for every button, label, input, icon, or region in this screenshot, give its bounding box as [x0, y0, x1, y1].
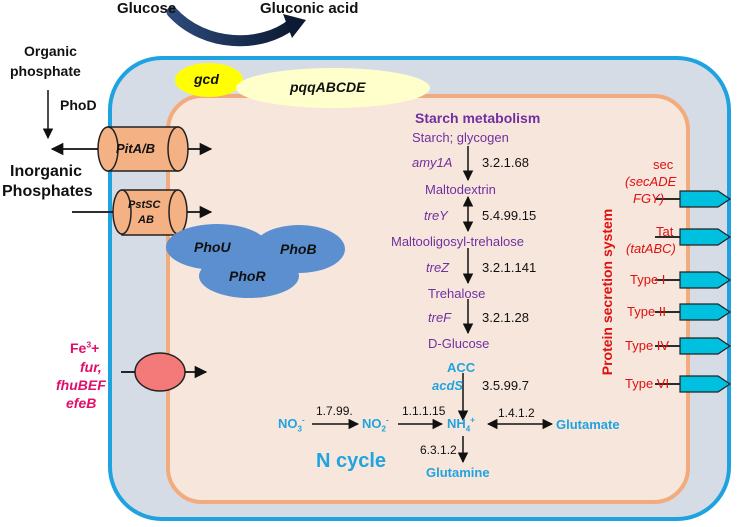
- gcd-label: gcd: [194, 71, 219, 87]
- fe3-label: Fe3+: [70, 339, 100, 356]
- trez-gene-label: treZ: [426, 260, 450, 275]
- type4-label: Type IV: [625, 338, 670, 353]
- type1-label: Type I: [630, 272, 666, 287]
- nh4-label: NH4+: [447, 415, 475, 434]
- tat-label-line1: Tat: [656, 224, 674, 239]
- trehalose-label: Trehalose: [428, 286, 486, 301]
- inorganic-phosphates-line1: Inorganic: [10, 163, 83, 180]
- pita-transporter: [97, 126, 189, 172]
- organic-phosphate-line1: Organic: [24, 43, 77, 59]
- n-cycle-title: N cycle: [316, 450, 387, 472]
- sec-label-line3: FGY): [633, 191, 665, 206]
- pqq-label: pqqABCDE: [290, 79, 366, 95]
- sec-label-line2: (secADE: [625, 174, 677, 189]
- amy1a-ec-label: 3.2.1.68: [482, 155, 529, 170]
- tat-channel: [655, 228, 732, 246]
- dglucose-label: D-Glucose: [428, 336, 490, 351]
- sec-label-line1: sec: [653, 157, 674, 172]
- acds-ec-label: 3.5.99.7: [482, 378, 529, 393]
- gluconic-acid-label: Gluconic acid: [260, 0, 359, 17]
- type1-channel: [655, 271, 732, 289]
- type6-label: Type VI: [625, 376, 670, 391]
- ec-1-4-1-2-label: 1.4.1.2: [498, 406, 535, 420]
- glutamate-label: Glutamate: [556, 417, 620, 432]
- fur-label: fur,: [80, 359, 102, 375]
- starch-metabolism-title: Starch metabolism: [415, 110, 541, 126]
- ec-1-1-1-15-label: 1.1.1.15: [402, 404, 446, 418]
- pstsc-label-line1: PstSC: [128, 199, 161, 211]
- glucose-arrowhead: [283, 14, 306, 38]
- ec-6-3-1-2-label: 6.3.1.2: [420, 443, 457, 457]
- starch-glycogen-label: Starch; glycogen: [412, 130, 509, 145]
- pqq-shape: [236, 68, 430, 108]
- trey-gene-label: treY: [424, 208, 448, 223]
- tref-ec-label: 3.2.1.28: [482, 310, 529, 325]
- inner-membrane: [166, 94, 690, 504]
- phor-shape: [199, 254, 299, 298]
- type2-channel: [655, 303, 732, 321]
- trey-ec-label: 5.4.99.15: [482, 208, 537, 223]
- acds-gene-label: acdS: [432, 378, 464, 393]
- maltooligosyl-trehalose-label: Maltooligosyl-trehalose: [391, 234, 524, 249]
- acc-label: ACC: [447, 360, 476, 375]
- glutamine-label: Glutamine: [426, 465, 490, 480]
- ec-1-7-99-label: 1.7.99.: [316, 404, 353, 418]
- pita-label: PitA/B: [116, 141, 155, 156]
- efeb-label: efeB: [66, 395, 97, 411]
- no2-label: NO2-: [362, 415, 389, 434]
- protein-secretion-system-label: Protein secretion system: [599, 208, 615, 376]
- pstsc-label-line2: AB: [138, 214, 154, 226]
- pstsc-transporter: [112, 189, 188, 236]
- trez-ec-label: 3.2.1.141: [482, 260, 537, 275]
- sec-channel: [655, 190, 732, 208]
- type4-channel: [655, 337, 732, 355]
- amy1a-gene-label: amy1A: [412, 155, 453, 170]
- phor-label: PhoR: [229, 268, 266, 284]
- type6-channel: [655, 375, 732, 393]
- phou-label: PhoU: [194, 239, 231, 255]
- tref-gene-label: treF: [428, 310, 452, 325]
- iron-transporter-shape: [134, 352, 186, 392]
- gcd-shape: [175, 63, 243, 97]
- fhubef-label: fhuBEF: [56, 377, 106, 393]
- maltodextrin-label: Maltodextrin: [425, 182, 496, 197]
- phod-label: PhoD: [60, 97, 97, 113]
- no3-label: NO3-: [278, 415, 305, 434]
- inorganic-phosphates-line2: Phosphates: [2, 183, 93, 200]
- type2-label: Type II: [627, 304, 667, 319]
- organic-phosphate-line2: phosphate: [10, 63, 81, 79]
- phob-label: PhoB: [280, 241, 317, 257]
- glucose-label: Glucose: [117, 0, 177, 17]
- glucose-conversion-arrow: [166, 6, 298, 47]
- tat-label-line2: (tatABC): [626, 241, 676, 256]
